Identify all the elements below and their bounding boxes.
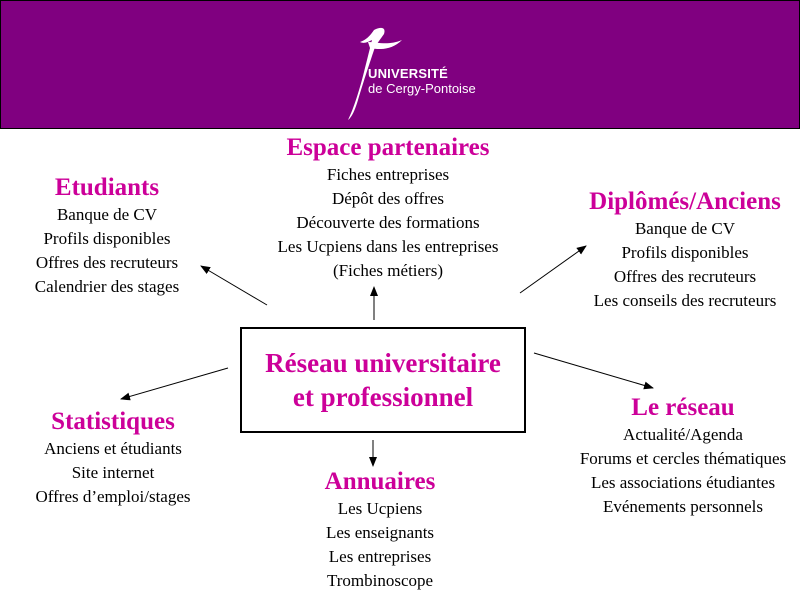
- node-item: Offres des recruteurs: [613, 267, 757, 286]
- node-item: Les Ucpiens: [337, 499, 423, 518]
- node-espace-partenaires: Espace partenaires Fiches entreprises Dé…: [238, 133, 538, 283]
- node-statistiques: Statistiques Anciens et étudiants Site i…: [18, 407, 208, 509]
- node-item: Evénements personnels: [602, 497, 764, 516]
- node-item: Banque de CV: [56, 205, 158, 224]
- node-item: (Fiches métiers): [333, 261, 443, 280]
- node-le-reseau: Le réseau Actualité/Agenda Forums et cer…: [566, 393, 800, 519]
- node-item: Forums et cercles thématiques: [579, 449, 787, 468]
- header-banner: [0, 0, 800, 129]
- node-item: Fiches entreprises: [326, 165, 450, 184]
- node-item: Anciens et étudiants: [44, 439, 182, 458]
- node-item: Les conseils des recruteurs: [593, 291, 777, 310]
- node-title: Diplômés/Anciens: [589, 188, 781, 215]
- node-annuaires: Annuaires Les Ucpiens Les enseignants Le…: [290, 467, 470, 593]
- node-title: Espace partenaires: [286, 134, 490, 161]
- logo-title: UNIVERSITÉ: [368, 66, 449, 81]
- node-item: Les entreprises: [328, 547, 432, 566]
- node-diplomes-anciens: Diplômés/Anciens Banque de CV Profils di…: [572, 187, 798, 313]
- central-title-line2: et professionnel: [292, 382, 474, 412]
- node-item: Profils disponibles: [621, 243, 749, 262]
- arrow-to-reseau: [533, 352, 654, 390]
- arrow-to-diplomes: [519, 245, 587, 294]
- central-title-line1: Réseau universitaire: [265, 348, 501, 378]
- node-title: Statistiques: [51, 408, 175, 435]
- node-item: Profils disponibles: [43, 229, 171, 248]
- node-item: Les associations étudiantes: [590, 473, 776, 492]
- node-item: Offres des recruteurs: [35, 253, 179, 272]
- node-item: Offres d’emploi/stages: [35, 487, 191, 506]
- central-node: Réseau universitaire et professionnel: [240, 327, 526, 433]
- node-item: Actualité/Agenda: [623, 425, 743, 444]
- node-item: Calendrier des stages: [34, 277, 180, 296]
- node-item: Dépôt des offres: [331, 189, 445, 208]
- node-item: Les Ucpiens dans les entreprises: [277, 237, 499, 256]
- node-title: Le réseau: [631, 394, 735, 421]
- logo-subtitle: de Cergy-Pontoise: [368, 81, 476, 96]
- node-item: Site internet: [71, 463, 155, 482]
- university-logo-icon: [348, 27, 402, 121]
- node-etudiants: Etudiants Banque de CV Profils disponibl…: [12, 173, 202, 299]
- arrow-to-statistiques: [120, 367, 229, 401]
- node-title: Etudiants: [54, 174, 160, 201]
- node-item: Découverte des formations: [296, 213, 480, 232]
- arrow-to-etudiants: [200, 265, 268, 306]
- node-item: Trombinoscope: [326, 571, 434, 590]
- node-title: Annuaires: [324, 468, 436, 495]
- node-item: Les enseignants: [325, 523, 435, 542]
- node-item: Banque de CV: [634, 219, 736, 238]
